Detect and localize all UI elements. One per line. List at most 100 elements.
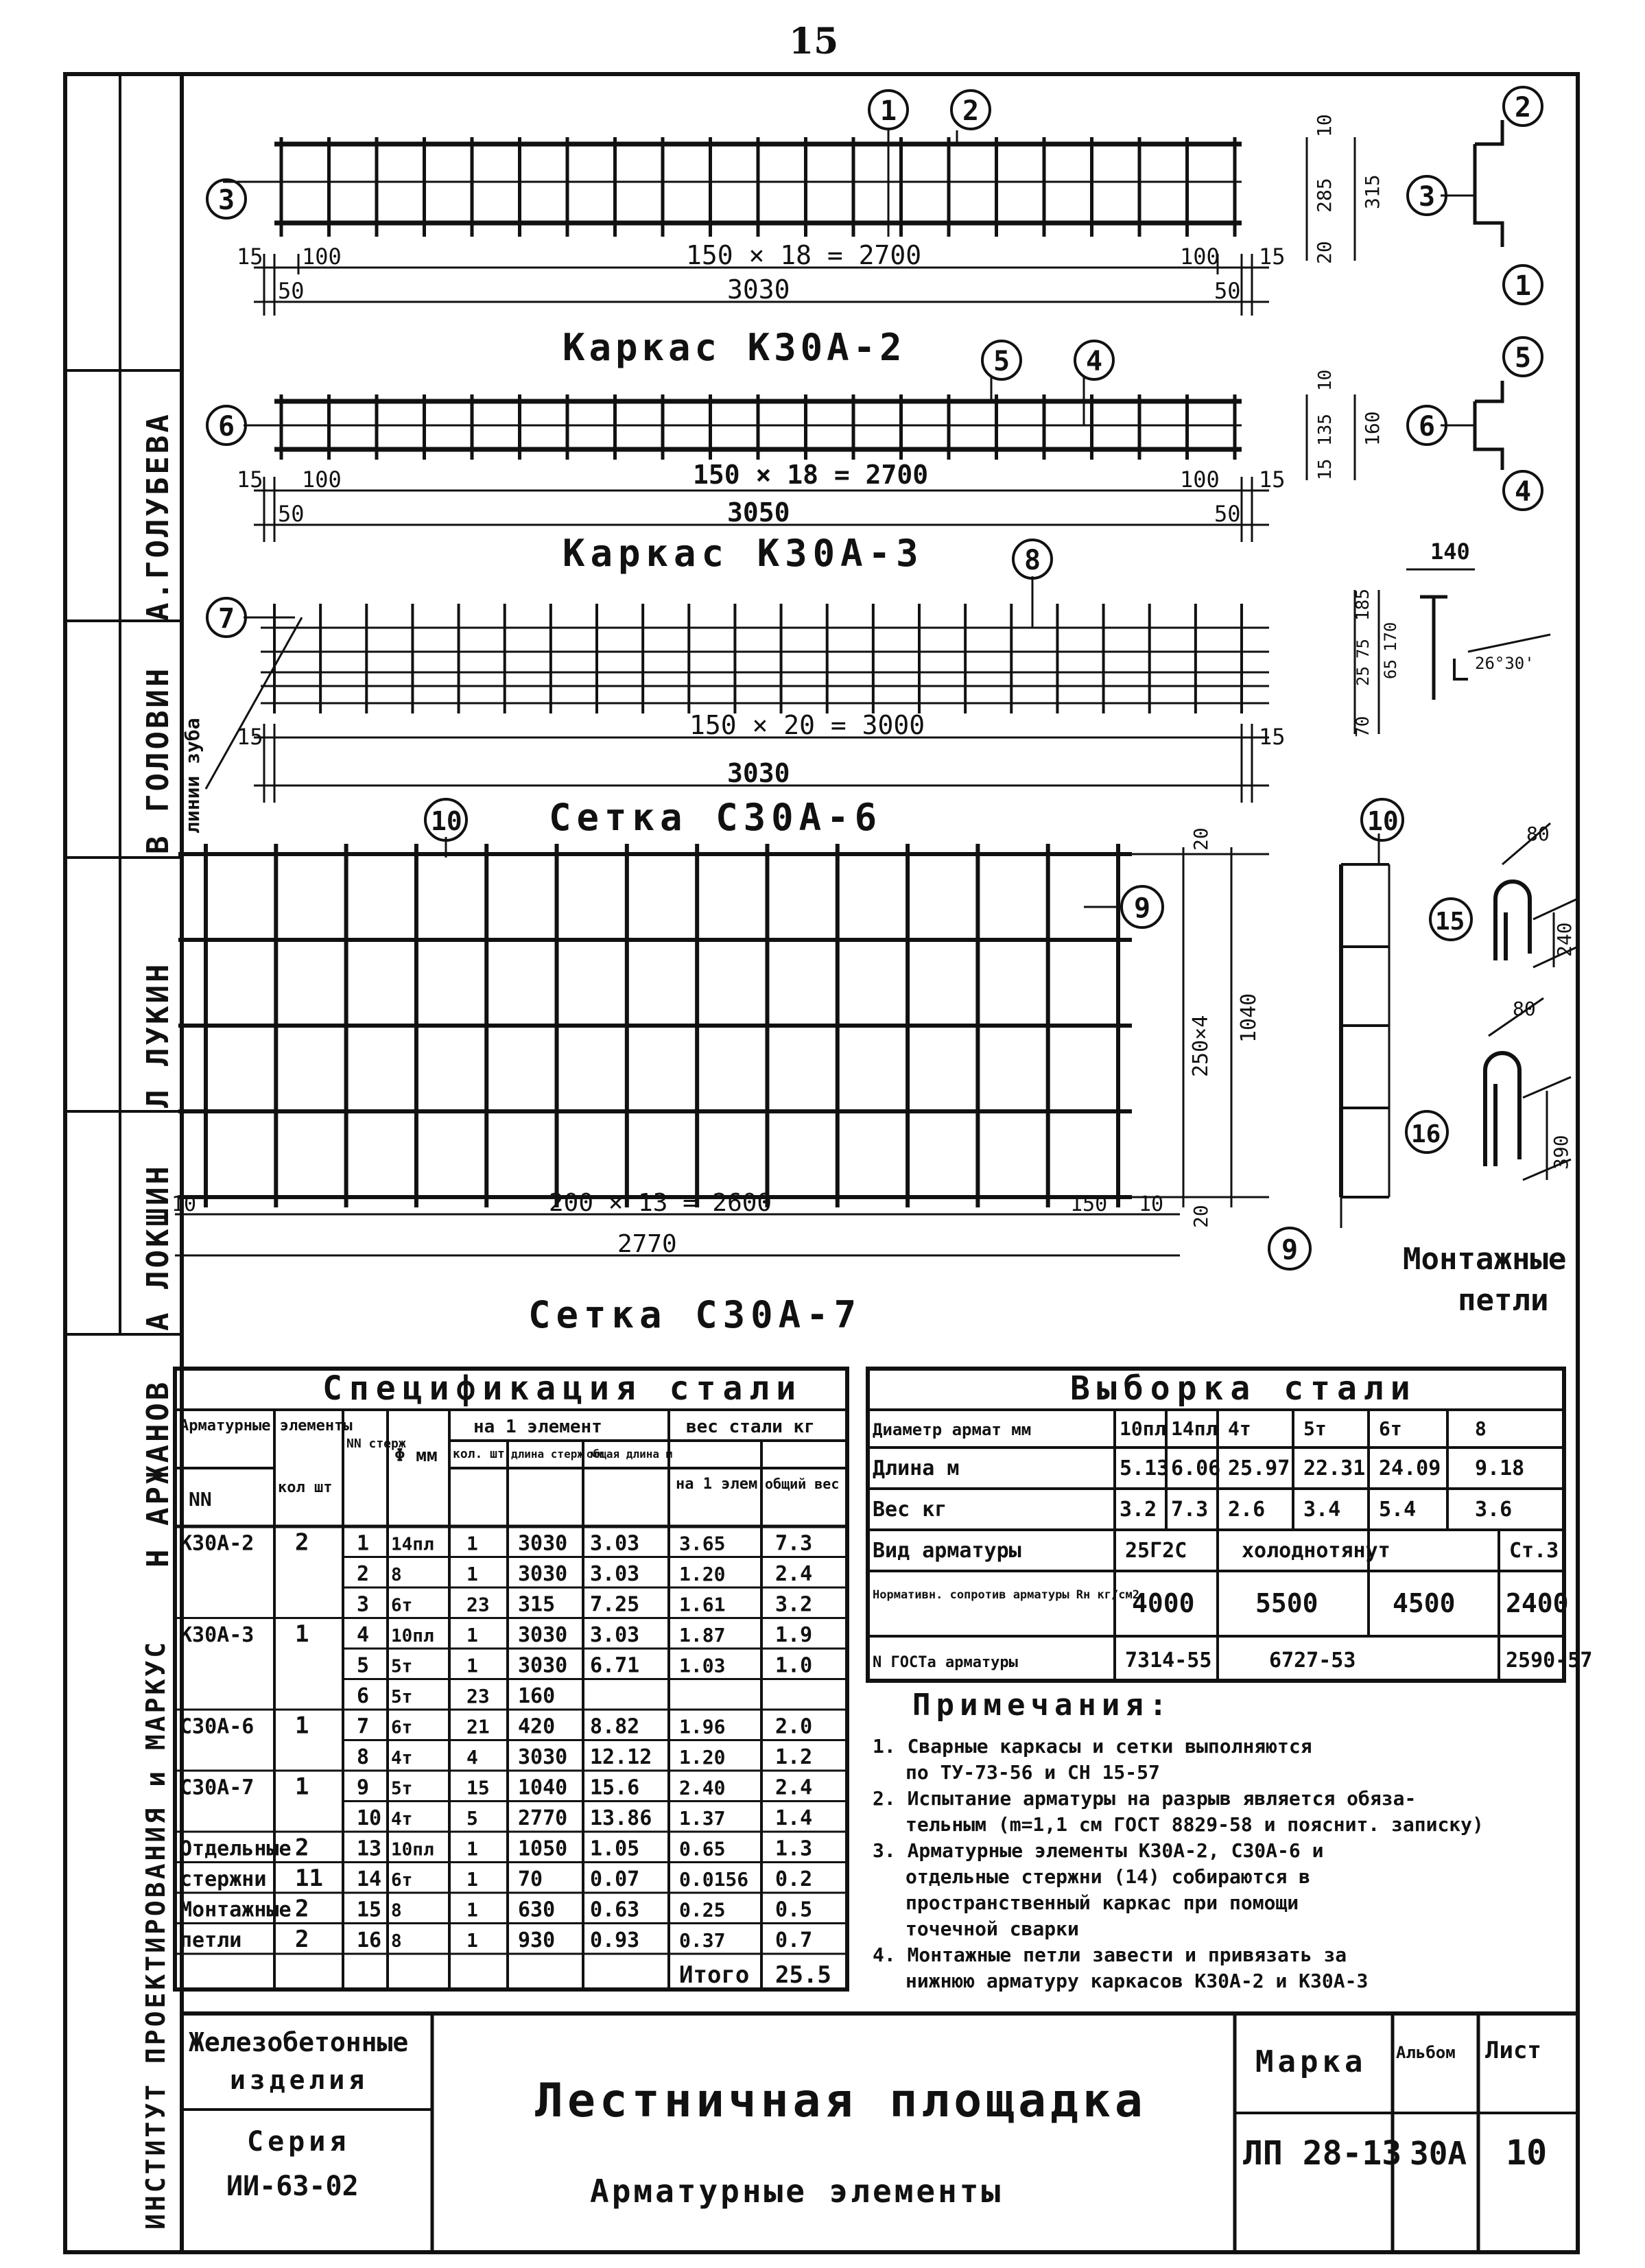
sel-r4-label: Вид арматуры <box>873 1539 1021 1563</box>
s6-texts: 8 7 линии зуба 150 × 20 = 3000 3030 15 1… <box>181 539 1400 839</box>
tb-sheet-value: 10 <box>1506 2133 1547 2173</box>
spec-cell: 2 <box>295 1895 309 1923</box>
spec-h-weight: вес стали кг <box>686 1417 815 1437</box>
spec-cell: 6.71 <box>590 1654 639 1678</box>
spec-cell: 1 <box>466 1655 478 1677</box>
spec-total-value: 25.5 <box>775 1961 831 1989</box>
stamp-name-lukin: Л ЛУКИН <box>141 961 176 1108</box>
sel-title: Выборка стали <box>1070 1369 1417 1408</box>
sel-r4-cell: холоднотянут <box>1242 1539 1390 1563</box>
loop-mark-15: 15 <box>1435 908 1465 936</box>
spec-cell: Отдельные <box>180 1837 292 1861</box>
s7-d10a: 10 <box>171 1192 196 1216</box>
s6-dim-spacing: 150 × 20 = 3000 <box>689 710 925 740</box>
sel-r6-cell: 7314-55 <box>1125 1649 1211 1673</box>
spec-cell: 7 <box>357 1715 369 1739</box>
k2-section <box>1441 120 1504 247</box>
spec-cell: 1.0 <box>775 1654 812 1678</box>
k3-d15b: 15 <box>1259 466 1286 493</box>
frame-k30-2 <box>223 129 1356 316</box>
sel-r5-cell: 2400 <box>1506 1588 1569 1618</box>
s7-dim-spacing: 200 × 13 = 2600 <box>549 1189 772 1217</box>
spec-cell: 1 <box>357 1532 369 1556</box>
spec-cell: 11 <box>295 1865 323 1892</box>
selection-table <box>866 1367 1566 1683</box>
spec-cell: 3030 <box>518 1532 567 1556</box>
spec-cell: 0.93 <box>590 1928 639 1952</box>
spec-cell: 930 <box>518 1928 555 1952</box>
spec-h-len: длина стерж мм <box>511 1448 604 1461</box>
s6-mark-7: 7 <box>218 603 235 635</box>
spec-cell: 0.7 <box>775 1928 812 1952</box>
spec-title: Спецификация стали <box>322 1369 803 1408</box>
s7-mark-10: 10 <box>431 806 462 836</box>
k3-dim-spacing: 150 × 18 = 2700 <box>693 460 928 490</box>
sel-cell: 22.31 <box>1303 1456 1365 1480</box>
spec-cell: 0.37 <box>679 1929 725 1952</box>
note-line: 1. Сварные каркасы и сетки выполняются <box>873 1735 1312 1758</box>
spec-cell: 0.25 <box>679 1899 725 1922</box>
s6-angle: 26°30' <box>1475 654 1535 673</box>
spec-cell: 7.3 <box>775 1532 812 1556</box>
spec-cell: 1.87 <box>679 1624 725 1646</box>
stamp-name-golubeva: А.ГОЛУБЕВА <box>141 412 176 621</box>
spec-cell: 1.05 <box>590 1837 639 1861</box>
s6-d15a: 15 <box>237 724 263 750</box>
spec-cell: 1 <box>295 1712 309 1740</box>
k3-section <box>1441 381 1504 470</box>
s6-d15b: 15 <box>1259 724 1286 750</box>
k3-section-marks: 5 6 4 <box>1406 336 1543 511</box>
spec-cell: 13 <box>357 1837 381 1861</box>
spec-cell: 5т <box>391 1687 412 1708</box>
spec-cell: 1 <box>466 1533 478 1555</box>
loop-15 <box>1493 822 1578 969</box>
frame-k30-3 <box>244 377 1356 542</box>
spec-cell: 15 <box>466 1777 490 1799</box>
loops-title-2: петли <box>1458 1283 1548 1318</box>
stamp-separators <box>65 74 182 1336</box>
selection-texts: Выборка стали Диаметр армат мм Длина м В… <box>873 1369 1592 1673</box>
spec-cell: 1 <box>295 1620 309 1648</box>
sel-r3-label: Вес кг <box>873 1498 947 1522</box>
sel-r5-cell: 4500 <box>1393 1588 1456 1618</box>
s6-loop-140: 140 <box>1430 539 1470 565</box>
stamp-name-arzhanov: Н АРЖАНОВ <box>141 1379 176 1568</box>
sheet-border <box>63 72 1580 2254</box>
spec-cell: 1 <box>466 1868 478 1891</box>
k3-h3: 15 <box>1315 459 1336 480</box>
spec-cell: 420 <box>518 1715 555 1739</box>
sel-cell: 14пл <box>1171 1417 1217 1440</box>
spec-cell: 2 <box>357 1562 369 1586</box>
tb-album-label: Альбом <box>1396 2043 1456 2062</box>
note-line: точечной сварки <box>906 1917 1079 1940</box>
note-line: 4. Монтажные петли завести и привязать з… <box>873 1944 1347 1966</box>
spec-cell: 1.3 <box>775 1837 812 1861</box>
spec-cell: 0.07 <box>590 1867 639 1891</box>
s6-dim-total: 3030 <box>727 758 790 788</box>
k3-h1: 10 <box>1315 370 1336 391</box>
spec-cell: 3.65 <box>679 1533 725 1555</box>
notes-title: Примечания: <box>912 1688 1172 1723</box>
spec-cell: 2.4 <box>775 1776 812 1800</box>
s7-sec-mark-9: 9 <box>1281 1234 1298 1266</box>
s6-h5: 70 <box>1353 716 1373 737</box>
k2-h2: 285 <box>1313 178 1336 213</box>
stamp-vertical-text: ИНСТИТУТ ПРОЕКТИРОВАНИЯ и МАРКУС <box>141 1639 171 2230</box>
spec-cell: 2.0 <box>775 1715 812 1739</box>
sel-r1-label: Диаметр армат мм <box>873 1420 1031 1439</box>
sel-r5-cell: 4000 <box>1132 1588 1195 1618</box>
loop-16 <box>1483 997 1572 1181</box>
spec-h-nn: NN <box>189 1488 212 1511</box>
spec-cell: 1 <box>466 1838 478 1861</box>
spec-cell: 5т <box>391 1779 412 1799</box>
spec-cell: 8 <box>391 1565 402 1585</box>
sel-r6-label: N ГОСТа арматуры <box>873 1654 1018 1671</box>
sel-r5-cell: 5500 <box>1255 1588 1318 1618</box>
loop15-d80: 80 <box>1526 823 1550 845</box>
spec-cell: 1.03 <box>679 1655 725 1677</box>
k2-d100a: 100 <box>302 244 342 270</box>
k2-h4: 315 <box>1361 174 1384 209</box>
s7-texts: 10 9 200 × 13 = 2600 2770 10 150 10 20 2… <box>171 798 1261 1336</box>
spec-h-phi: Φ мм <box>394 1445 438 1466</box>
spec-cell: Монтажные <box>180 1898 292 1922</box>
